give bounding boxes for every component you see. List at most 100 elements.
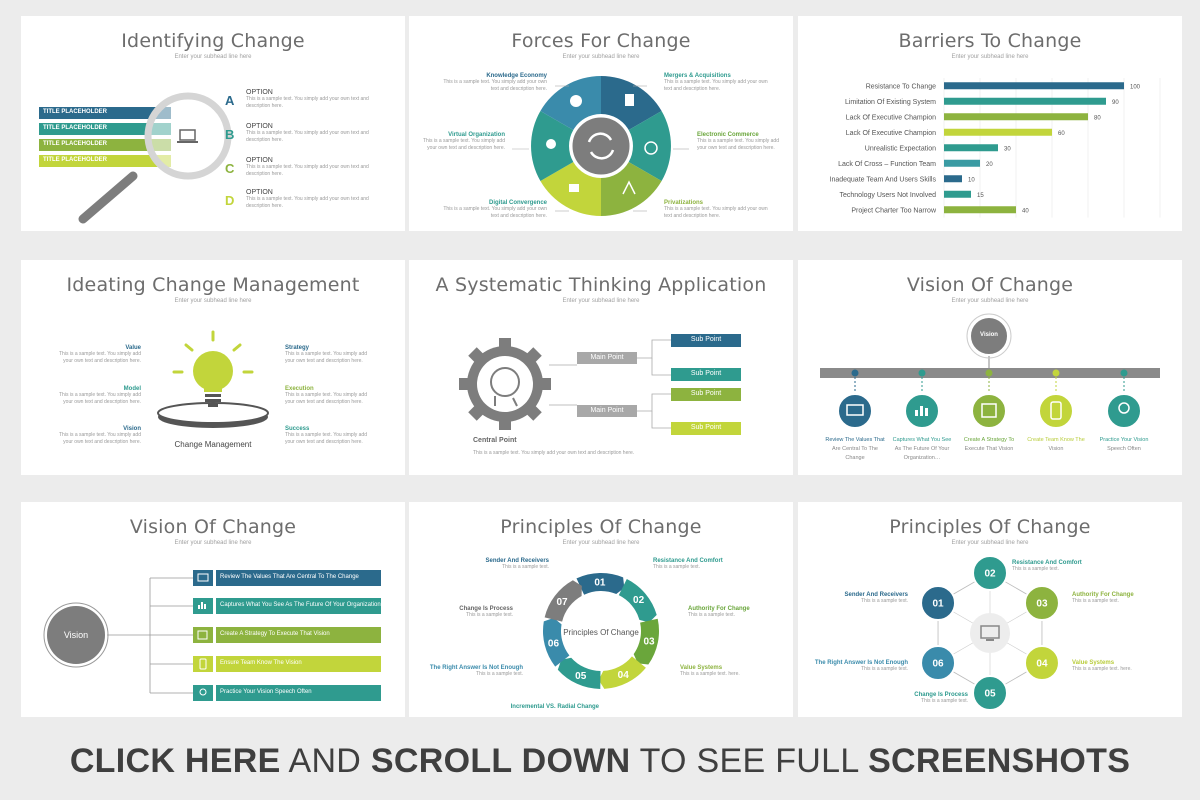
vision-list-graphic [43, 570, 381, 701]
bar [944, 144, 998, 152]
slide-ideating-change-management[interactable]: Ideating Change Management Enter your su… [21, 260, 405, 475]
option-heading: OPTION [246, 157, 273, 164]
option-heading: OPTION [246, 123, 273, 130]
slide-title: Vision Of Change [906, 274, 1074, 296]
magnifier-lens [144, 92, 232, 180]
vision-center-label: Vision [980, 332, 998, 338]
slide-subhead: Enter your subhead line here [174, 54, 252, 60]
tree-connectors [549, 339, 671, 429]
wheel-center [569, 114, 633, 178]
calendar-icon [981, 403, 997, 418]
cycle-number: 04 [618, 670, 630, 681]
force-label-3: Virtual Organization This is a sample te… [423, 132, 505, 151]
location-pin-icon [1118, 402, 1130, 414]
lightbulb-graphic [157, 330, 269, 428]
bar-chart-icon [198, 602, 206, 609]
brain-head-icon [490, 367, 520, 397]
option-block-4: OPTION This is a sample text. You simply… [246, 189, 386, 210]
bar-category-label: Unrealistic Expectation [865, 145, 936, 152]
slide-title: Barriers To Change [898, 30, 1082, 52]
cycle-arrow-segment [618, 579, 657, 623]
slide-vision-of-change-timeline[interactable]: Vision Of Change Enter your subhead line… [798, 260, 1182, 475]
footer-to-see-full: TO SEE FULL [630, 742, 869, 780]
cycle-label-5: Incremental VS. Radial Change [510, 704, 599, 710]
slide-title: A Systematic Thinking Application [435, 274, 767, 296]
platform-top [157, 402, 269, 424]
bar-value-label: 100 [1130, 84, 1141, 90]
vision-circle [969, 316, 1009, 356]
hex-center [970, 613, 1010, 653]
option-block-2: OPTION This is a sample text. You simply… [246, 123, 386, 144]
slide-forces-for-change[interactable]: Forces For Change Enter your subhead lin… [409, 16, 793, 231]
bar-value-label: 90 [1112, 100, 1119, 106]
left-point-1: Value This is a sample text. You simply … [59, 345, 141, 364]
cycle-label-4: Value Systems This is a sample text. her… [680, 665, 740, 677]
cycle-number: 02 [633, 595, 645, 606]
bar-category-label: Limitation Of Existing System [845, 99, 936, 106]
bar-value-label: 30 [1004, 146, 1011, 152]
slide-principles-of-change-hexagon[interactable]: Principles Of Change Enter your subhead … [798, 502, 1182, 717]
slide-systematic-thinking[interactable]: A Systematic Thinking Application Enter … [409, 260, 793, 475]
footer-cta[interactable]: CLICK HERE AND SCROLL DOWN TO SEE FULL S… [0, 742, 1200, 781]
wheel-segment-teal-right [628, 111, 671, 181]
slide-subhead: Enter your subhead line here [174, 298, 252, 304]
right-point-3: Success This is a sample text. You simpl… [285, 426, 367, 445]
center-label: Change Management [174, 440, 252, 449]
option-heading: OPTION [246, 189, 273, 196]
bar [944, 175, 962, 183]
sub-point-box-1 [671, 334, 741, 347]
cycle-arrow-segment [633, 618, 659, 665]
bar-category-label: Project Charter Too Narrow [851, 207, 937, 214]
cycle-arrow-segment [598, 656, 646, 689]
placeholder-bar-4 [39, 155, 171, 167]
cycle-number: 06 [548, 638, 560, 649]
sub-point-label-3: Sub Point [690, 390, 722, 397]
hex-number: 02 [984, 569, 996, 580]
placeholder-bar-1 [39, 107, 171, 119]
sub-point-box-2 [671, 368, 741, 381]
slide-principles-of-change-cycle[interactable]: Principles Of Change Enter your subhead … [409, 502, 793, 717]
laptop-icon [177, 129, 198, 143]
option-block-1: OPTION This is a sample text. You simply… [246, 89, 386, 110]
slide-title: Ideating Change Management [66, 274, 360, 296]
placeholder-label-1: TITLE PLACEHOLDER [43, 109, 107, 115]
option-text: This is a sample text. You simply add yo… [246, 130, 369, 143]
bar [944, 113, 1088, 121]
placeholder-label-4: TITLE PLACEHOLDER [43, 157, 107, 163]
network-icon [569, 184, 579, 192]
vision-item-1: Review The Values That Are Central To Th… [220, 574, 359, 580]
slide-vision-of-change-list[interactable]: Vision Of Change Enter your subhead line… [21, 502, 405, 717]
vision-item-4: Ensure Team Know The Vision [220, 660, 302, 666]
vision-center-label: Vision [63, 630, 89, 640]
calendar-icon [197, 630, 208, 640]
hex-label-6: The Right Answer Is Not Enough This is a… [814, 660, 908, 672]
sub-point-box-3 [671, 388, 741, 401]
hex-node [920, 585, 957, 621]
location-pin-icon [199, 688, 207, 696]
vision-tree-lines [107, 577, 193, 694]
slide-title: Forces For Change [511, 30, 691, 52]
sub-point-label-2: Sub Point [690, 370, 722, 377]
cycle-label-3: Authority For Change This is a sample te… [688, 606, 750, 618]
phone-icon [199, 658, 207, 670]
slide-identifying-change[interactable]: Identifying Change Enter your subhead li… [21, 16, 405, 231]
slide-title: Principles Of Change [889, 516, 1091, 538]
lightbulb-icon [193, 351, 233, 407]
phone-icon [1050, 401, 1062, 420]
central-point-text: This is a sample text. You simply add yo… [473, 450, 635, 456]
vision-item-5: Practice Your Vision Speech Often [220, 689, 312, 695]
footer-click-here[interactable]: CLICK HERE [69, 742, 281, 780]
placeholder-label-3: TITLE PLACEHOLDER [43, 141, 107, 147]
slide-barriers-to-change[interactable]: Barriers To Change Enter your subhead li… [798, 16, 1182, 231]
option-text: This is a sample text. You simply add yo… [246, 164, 369, 177]
vision-timeline [820, 313, 1160, 429]
identifying-change-graphic [39, 92, 232, 224]
hex-node [920, 645, 957, 681]
force-label-5: Digital Convergence This is a sample tex… [443, 200, 547, 219]
hex-label-4: Value Systems This is a sample text. her… [1072, 660, 1132, 672]
main-point-label-1: Main Point [590, 354, 624, 361]
